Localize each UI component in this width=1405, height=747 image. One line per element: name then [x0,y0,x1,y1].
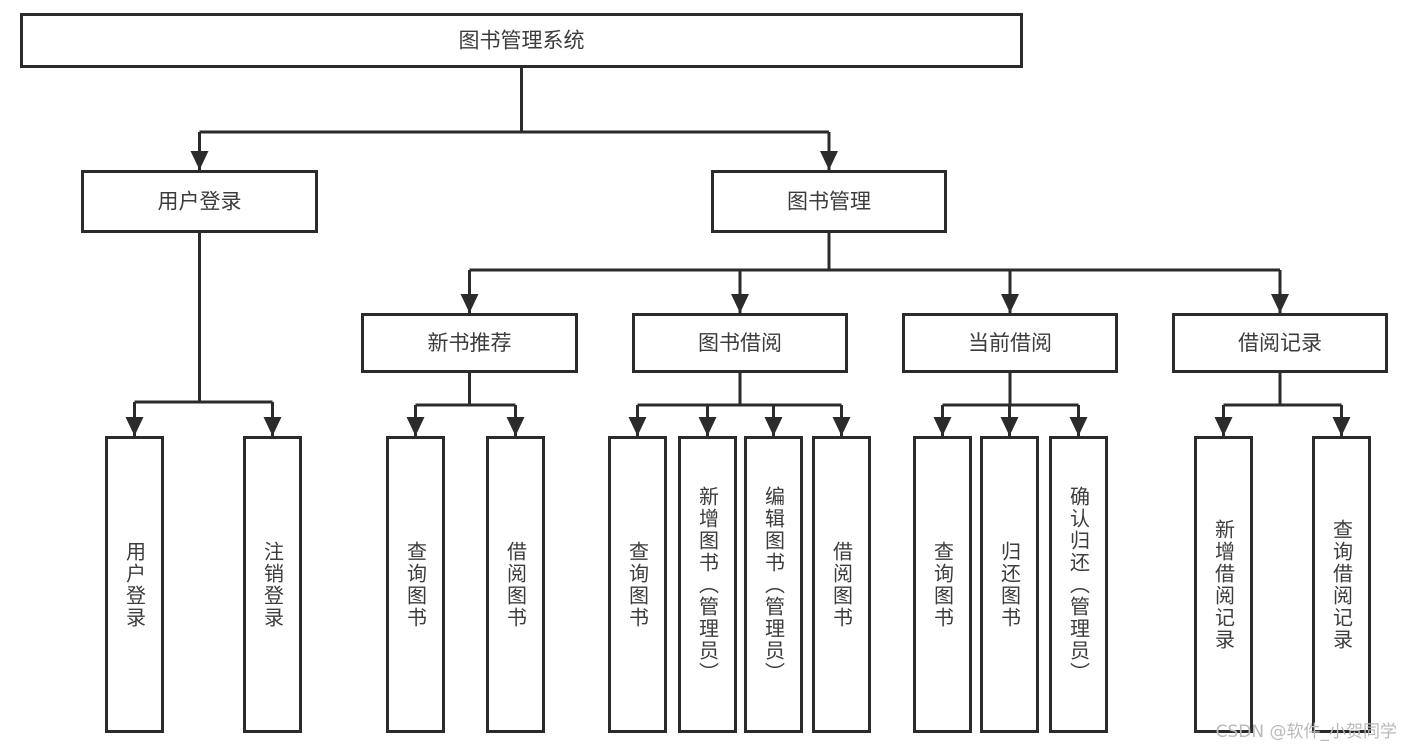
arrow-head-icon [1000,417,1019,436]
node-box [81,170,318,233]
node-box [678,436,737,733]
node-label: 图书管理 [787,190,871,214]
node-box [486,436,545,733]
arrow-head-icon [190,151,209,170]
arrow-head-icon [933,417,952,436]
node-leaf-confirm-return-admin[interactable] [1049,436,1108,733]
node-leaf-return-book[interactable] [980,436,1039,733]
arrow-head-icon [460,294,479,313]
node-box [980,436,1039,733]
arrow-head-icon [125,417,144,436]
node-leaf-borrow-book[interactable] [812,436,871,733]
node-box [608,436,667,733]
connector-group [125,68,1351,436]
node-leaf-logout[interactable] [243,436,302,733]
node-box [105,436,164,733]
node-leaf-user-login[interactable] [105,436,164,733]
node-borrow-record[interactable]: 借阅记录 [1172,313,1388,373]
node-box [386,436,445,733]
node-book-borrow[interactable]: 图书借阅 [632,313,848,373]
arrow-head-icon [698,417,717,436]
node-leaf-query-record[interactable] [1312,436,1371,733]
node-box [20,13,1023,68]
node-box [632,313,848,373]
node-label: 借阅记录 [1238,331,1322,355]
node-leaf-borrow-book-rec[interactable] [486,436,545,733]
arrow-head-icon [832,417,851,436]
node-leaf-add-book-admin[interactable] [678,436,737,733]
arrow-head-icon [731,294,749,313]
node-label: 用户登录 [158,190,242,214]
node-book-manage[interactable]: 图书管理 [711,170,947,233]
node-box [744,436,803,733]
node-label: 新书推荐 [428,331,512,355]
arrow-head-icon [764,417,783,436]
node-box [361,313,578,373]
node-leaf-edit-book-admin[interactable] [744,436,803,733]
arrow-head-icon [1332,417,1351,436]
arrow-head-icon [628,417,647,436]
node-label: 图书借阅 [698,331,782,355]
node-box [812,436,871,733]
arrow-head-icon [1001,294,1019,313]
node-box [913,436,972,733]
node-current-borrow[interactable]: 当前借阅 [902,313,1118,373]
node-box [1312,436,1371,733]
arrow-head-icon [1271,294,1289,313]
node-label: 图书管理系统 [459,29,585,53]
node-box [1194,436,1253,733]
arrow-head-icon [263,417,282,436]
node-leaf-add-record[interactable] [1194,436,1253,733]
arrow-head-icon [1069,417,1088,436]
arrow-head-icon [820,151,838,170]
node-leaf-query-book-current[interactable] [913,436,972,733]
node-label: 当前借阅 [968,331,1052,355]
node-leaf-query-book-rec[interactable] [386,436,445,733]
node-box [1049,436,1108,733]
arrow-head-icon [506,417,525,436]
arrow-head-icon [406,417,425,436]
node-box [1172,313,1388,373]
node-box [902,313,1118,373]
node-user-login[interactable]: 用户登录 [81,170,318,233]
node-leaf-query-book-borrow[interactable] [608,436,667,733]
node-box [243,436,302,733]
node-root[interactable]: 图书管理系统 [20,13,1023,68]
node-new-book-recommend[interactable]: 新书推荐 [361,313,578,373]
node-box [711,170,947,233]
arrow-head-icon [1214,417,1233,436]
watermark-text: CSDN @软件_小贺同学 [1215,722,1397,742]
